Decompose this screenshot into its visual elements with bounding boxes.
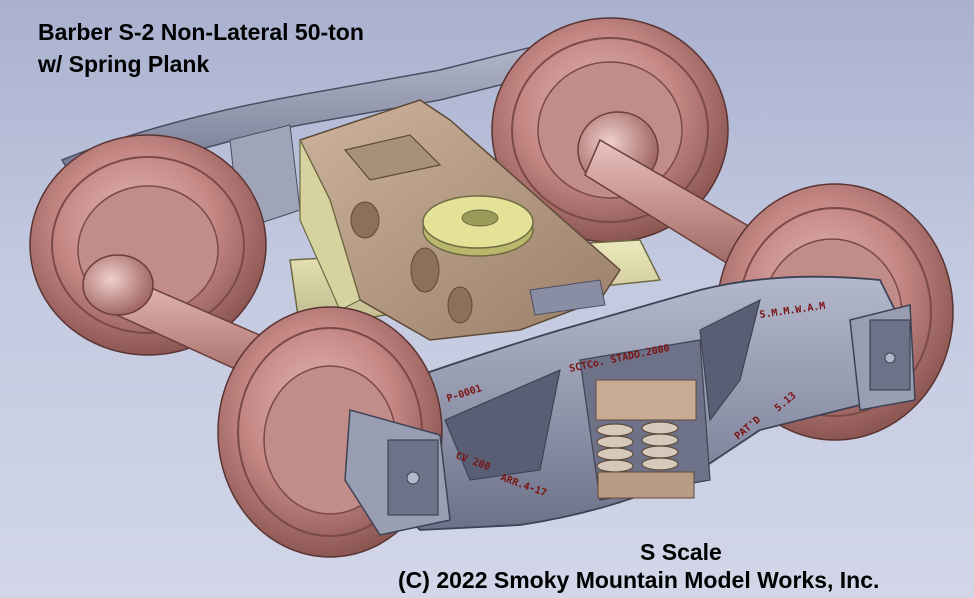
center-plate bbox=[422, 195, 534, 257]
render-title-line-1: Barber S-2 Non-Lateral 50-ton bbox=[38, 19, 364, 45]
render-title-line-2: w/ Spring Plank bbox=[38, 51, 210, 77]
spring-nest bbox=[595, 379, 697, 499]
journal-box-rear bbox=[849, 304, 916, 411]
scale-label: S Scale bbox=[640, 539, 722, 565]
copyright-notice: (C) 2022 Smoky Mountain Model Works, Inc… bbox=[398, 567, 880, 593]
journal-box-front bbox=[344, 409, 451, 536]
